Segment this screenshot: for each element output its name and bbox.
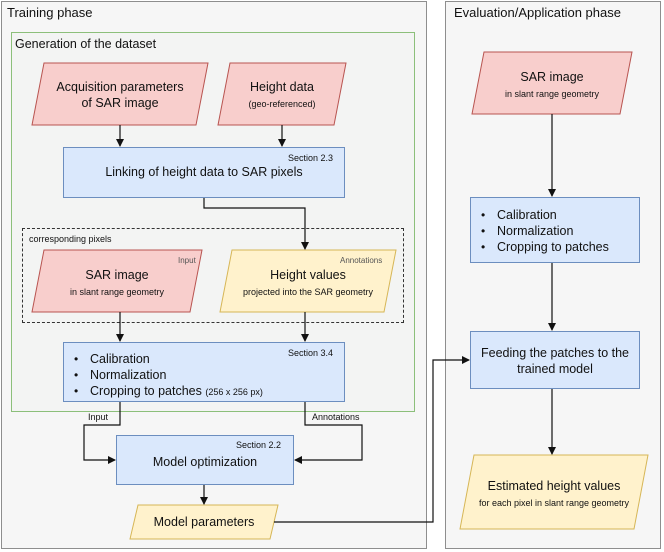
acquisition-parameters-label: Acquisition parameters of SAR image: [56, 80, 184, 110]
crop-size-note: (256 x 256 px): [205, 387, 263, 397]
height-data-title: Height data: [250, 80, 314, 94]
list-item: Calibration: [479, 207, 609, 223]
edge-label-annotations: Annotations: [312, 412, 360, 422]
linking-section-ref: Section 2.3: [288, 153, 334, 163]
linking-process-label: Linking of height data to SAR pixels: [105, 165, 303, 179]
evaluation-phase-title: Evaluation/Application phase: [454, 5, 621, 20]
corresponding-pixels-frame: [22, 228, 404, 323]
model-parameters-node: Model parameters: [129, 504, 279, 540]
height-values-node: Annotations Height values projected into…: [219, 249, 397, 313]
arrow-params-to-feeding: [274, 356, 470, 523]
eval-preprocessing-list: Calibration Normalization Cropping to pa…: [479, 207, 609, 255]
input-tag: Input: [178, 256, 196, 265]
arrow-annotations-to-model: [294, 402, 363, 464]
estimated-heights-title: Estimated height values: [487, 479, 621, 493]
model-optimization-box: [116, 435, 294, 485]
arrow-linking-to-height-values: [203, 198, 309, 250]
list-item: Normalization: [72, 367, 263, 383]
linking-process-box: [63, 147, 345, 198]
model-optimization-label: Model optimization: [152, 455, 258, 469]
eval-sar-image-node: SAR image in slant range geometry: [471, 51, 633, 115]
estimated-heights-subtitle: for each pixel in slant range geometry: [478, 498, 630, 508]
edge-label-input: Input: [88, 412, 109, 422]
annotations-tag: Annotations: [340, 256, 383, 265]
dataset-generation-title: Generation of the dataset: [15, 37, 157, 51]
list-item: Cropping to patches: [479, 239, 609, 255]
arrow-input-to-model: [83, 402, 121, 464]
eval-sar-image-title: SAR image: [520, 70, 584, 84]
list-item: Normalization: [479, 223, 609, 239]
acquisition-parameters-node: Acquisition parameters of SAR image: [31, 62, 209, 126]
feeding-model-box: [470, 331, 640, 389]
height-values-subtitle: projected into the SAR geometry: [242, 287, 374, 297]
estimated-heights-node: Estimated height values for each pixel i…: [459, 454, 649, 530]
corresponding-pixels-label: corresponding pixels: [29, 234, 112, 244]
height-data-subtitle: (geo-referenced): [248, 99, 316, 109]
eval-sar-image-subtitle: in slant range geometry: [504, 89, 600, 99]
training-phase-title: Training phase: [7, 5, 93, 20]
model-optimization-section-ref: Section 2.2: [236, 440, 282, 450]
sar-image-input-subtitle: in slant range geometry: [69, 287, 165, 297]
height-values-title: Height values: [270, 268, 346, 282]
sar-image-input-title: SAR image: [85, 268, 149, 282]
list-item: Calibration: [72, 351, 263, 367]
list-item: Cropping to patches (256 x 256 px): [72, 383, 263, 400]
feeding-model-label: Feeding the patches to the trained model: [480, 346, 630, 376]
height-data-node: Height data (geo-referenced): [217, 62, 347, 126]
sar-image-input-node: Input SAR image in slant range geometry: [31, 249, 203, 313]
training-preprocessing-list: Calibration Normalization Cropping to pa…: [72, 351, 263, 400]
model-parameters-label: Model parameters: [153, 515, 255, 529]
preprocessing-section-ref: Section 3.4: [288, 348, 334, 358]
